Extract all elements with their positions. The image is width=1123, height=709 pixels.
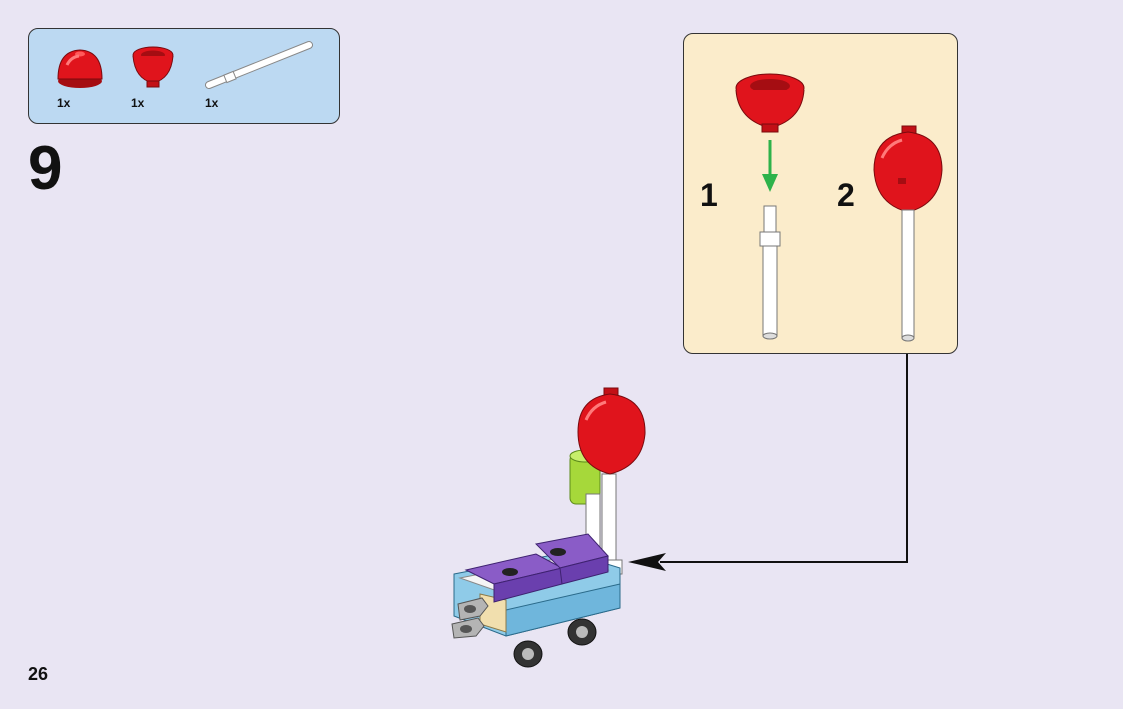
red-round-cone-brick-icon bbox=[129, 45, 177, 96]
substep-1-illustration bbox=[735, 73, 805, 340]
page-number: 26 bbox=[28, 664, 49, 684]
part-quantity: 1x bbox=[57, 96, 71, 110]
part-quantity: 1x bbox=[205, 96, 219, 110]
white-bar-icon bbox=[201, 39, 316, 96]
substep-1-label: 1 bbox=[700, 177, 718, 213]
red-dome-brick-icon bbox=[55, 45, 105, 96]
substep-2-illustration bbox=[873, 125, 943, 342]
part-quantity: 1x bbox=[131, 96, 145, 110]
step-number: 9 bbox=[28, 134, 63, 203]
sub-assembly-callout: 1 2 bbox=[683, 33, 958, 354]
parts-list-box: 1x 1x 1x bbox=[28, 28, 340, 124]
balloon-cart-model bbox=[451, 387, 646, 668]
substep-2-label: 2 bbox=[837, 177, 855, 213]
